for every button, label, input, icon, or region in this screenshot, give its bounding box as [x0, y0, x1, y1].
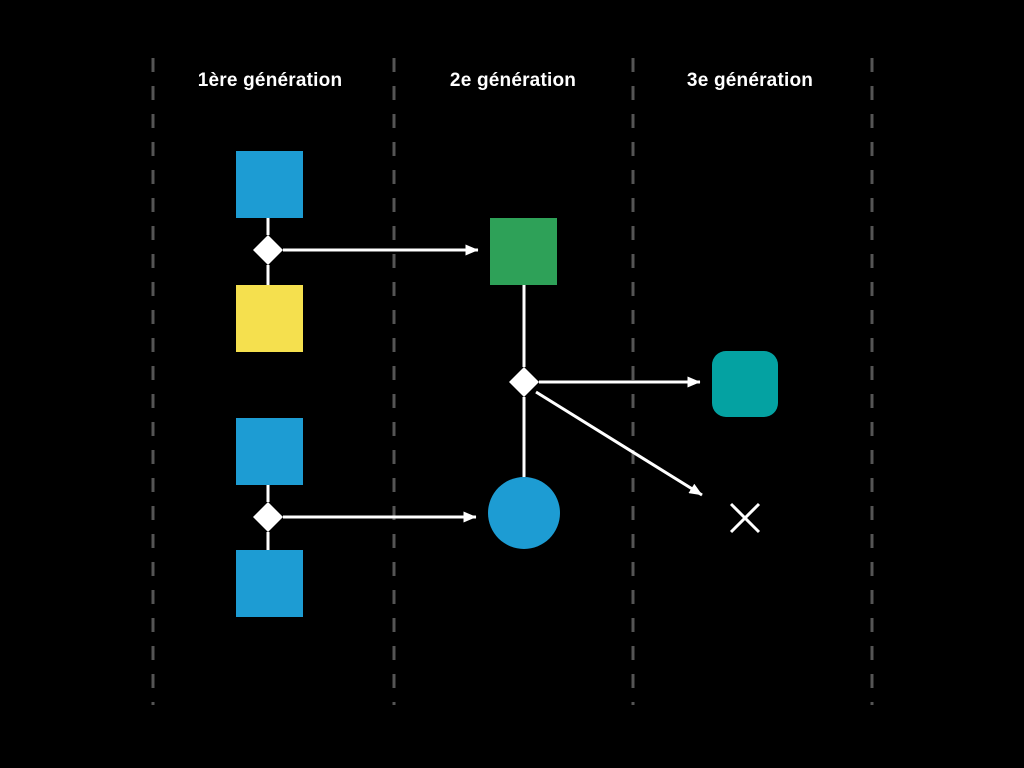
union-diamond-icon[interactable]: [253, 235, 283, 265]
node-g2-blue-circle[interactable]: [488, 477, 560, 549]
node-g1-blue-mid[interactable]: [236, 418, 303, 485]
connector-lines: [266, 218, 703, 550]
union-diamond-icon[interactable]: [253, 502, 283, 532]
generation-header-1: 1ère génération: [197, 70, 343, 91]
node-g1-blue-top[interactable]: [236, 151, 303, 218]
descent-arrow: [535, 390, 703, 497]
node-g3-teal[interactable]: [712, 351, 778, 417]
union-markers: [253, 235, 539, 532]
node-g1-blue-bottom[interactable]: [236, 550, 303, 617]
node-g2-green[interactable]: [490, 218, 557, 285]
deceased-markers: [729, 502, 761, 534]
union-diamond-icon[interactable]: [509, 367, 539, 397]
node-g1-yellow[interactable]: [236, 285, 303, 352]
generation-header-3: 3e génération: [686, 70, 814, 91]
generation-header-2: 2e génération: [449, 70, 577, 91]
x-mark-stroke: [729, 502, 761, 534]
x-mark-icon[interactable]: [729, 502, 761, 534]
